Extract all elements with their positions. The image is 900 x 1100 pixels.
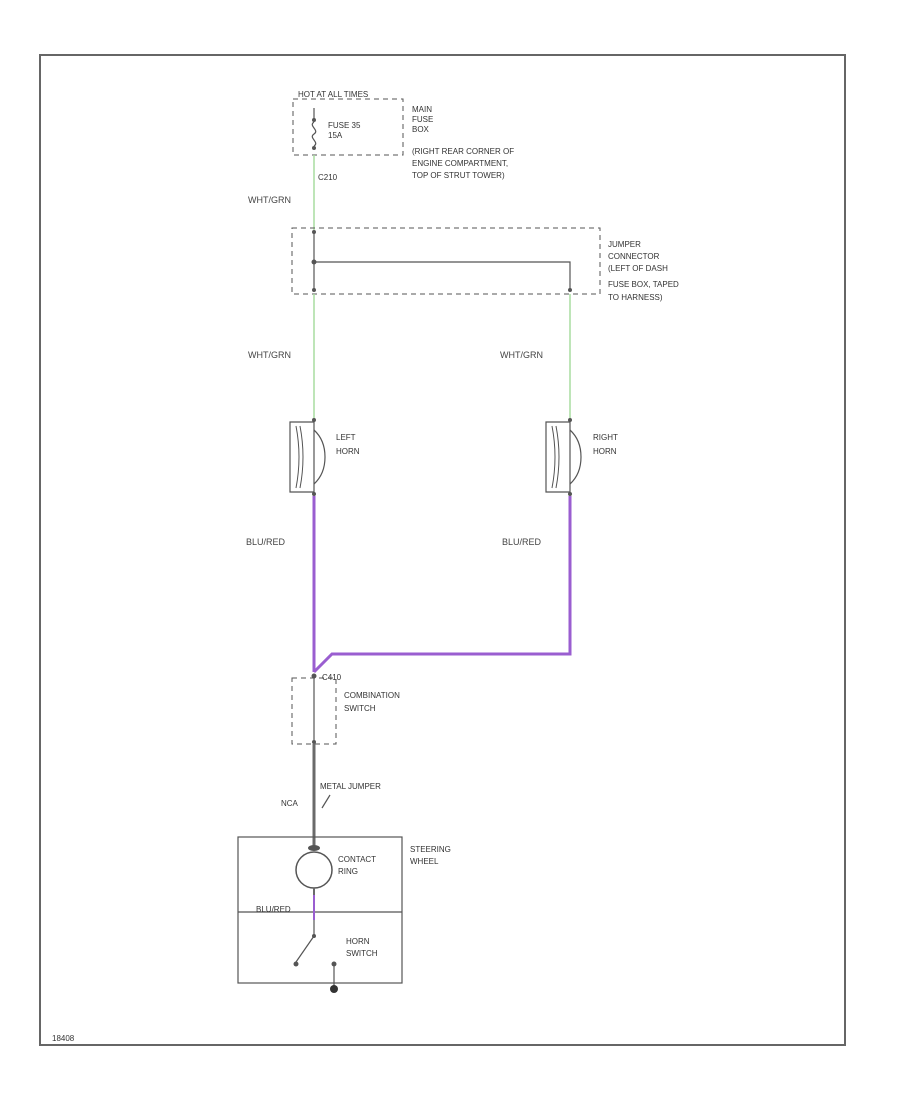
- combination-switch-terminal-top: [311, 673, 317, 679]
- wire-label-blu-red-left: BLU/RED: [246, 537, 286, 547]
- right-horn-symbol: [545, 418, 582, 496]
- steering-wheel-outline: [237, 836, 403, 984]
- nca-label: NCA: [281, 799, 299, 808]
- contact-ring-symbol: [295, 851, 333, 889]
- jumper-connector-outline: [291, 227, 601, 295]
- fuse-box-label-4: (RIGHT REAR CORNER OF: [412, 147, 514, 156]
- left-horn-symbol: [289, 418, 326, 496]
- metal-jumper-label: METAL JUMPER: [320, 782, 381, 791]
- wire-label-wht-grn-right: WHT/GRN: [500, 350, 543, 360]
- jumper-label-4: FUSE BOX, TAPED: [608, 280, 679, 289]
- fuse-box-label-5: ENGINE COMPARTMENT,: [412, 159, 508, 168]
- connector-c410-label: C410: [322, 673, 342, 682]
- jumper-terminal-left: [312, 288, 316, 292]
- hot-at-all-times-label: HOT AT ALL TIMES: [298, 90, 368, 99]
- wire-label-blu-red-right: BLU/RED: [502, 537, 542, 547]
- contact-ring-brush: [308, 845, 320, 851]
- fuse-bottom-terminal: [312, 146, 316, 150]
- jumper-bus-to-right: [314, 261, 571, 290]
- combination-switch-terminal-bottom: [312, 740, 316, 744]
- right-horn-label-2: HORN: [593, 447, 617, 456]
- wire-blu-red-right: [312, 496, 572, 674]
- diagram-border: [39, 54, 846, 1046]
- horn-switch-blade: [295, 935, 315, 963]
- wire-label-blu-red-inner: BLU/RED: [256, 905, 291, 914]
- jumper-label-2: CONNECTOR: [608, 252, 660, 261]
- fuse-rating-label: FUSE 35: [328, 121, 361, 130]
- combination-switch-label-2: SWITCH: [344, 704, 376, 713]
- jumper-label-5: TO HARNESS): [608, 293, 663, 302]
- fuse-amperage-label: 15A: [328, 131, 343, 140]
- figure-id-label: 18408: [52, 1034, 75, 1043]
- horn-switch-left-contact: [293, 961, 299, 967]
- contact-ring-label-1: CONTACT: [338, 855, 376, 864]
- fuse-box-label-1: MAIN: [412, 105, 432, 114]
- fuse-box-label-6: TOP OF STRUT TOWER): [412, 171, 505, 180]
- metal-jumper-pointer: [321, 794, 331, 809]
- jumper-label-1: JUMPER: [608, 240, 641, 249]
- right-horn-label-1: RIGHT: [593, 433, 618, 442]
- jumper-terminal-right: [568, 288, 572, 292]
- contact-ring-label-2: RING: [338, 867, 358, 876]
- wire-label-wht-grn-top: WHT/GRN: [248, 195, 291, 205]
- fuse-symbol: [311, 121, 317, 147]
- main-fuse-box-outline: [292, 98, 404, 156]
- fuse-box-label-2: FUSE: [412, 115, 433, 124]
- ground-symbol: [330, 985, 338, 993]
- horn-switch-label-1: HORN: [346, 937, 370, 946]
- wire-label-wht-grn-left: WHT/GRN: [248, 350, 291, 360]
- connector-c210-label: C210: [318, 173, 338, 182]
- left-horn-label-2: HORN: [336, 447, 360, 456]
- steering-wheel-label-2: WHEEL: [410, 857, 439, 866]
- horn-switch-label-2: SWITCH: [346, 949, 378, 958]
- fuse-box-label-3: BOX: [412, 125, 430, 134]
- left-horn-label-1: LEFT: [336, 433, 356, 442]
- steering-wheel-label-1: STEERING: [410, 845, 451, 854]
- jumper-label-3: (LEFT OF DASH: [608, 264, 668, 273]
- fuse-top-terminal: [312, 118, 316, 122]
- combination-switch-label-1: COMBINATION: [344, 691, 400, 700]
